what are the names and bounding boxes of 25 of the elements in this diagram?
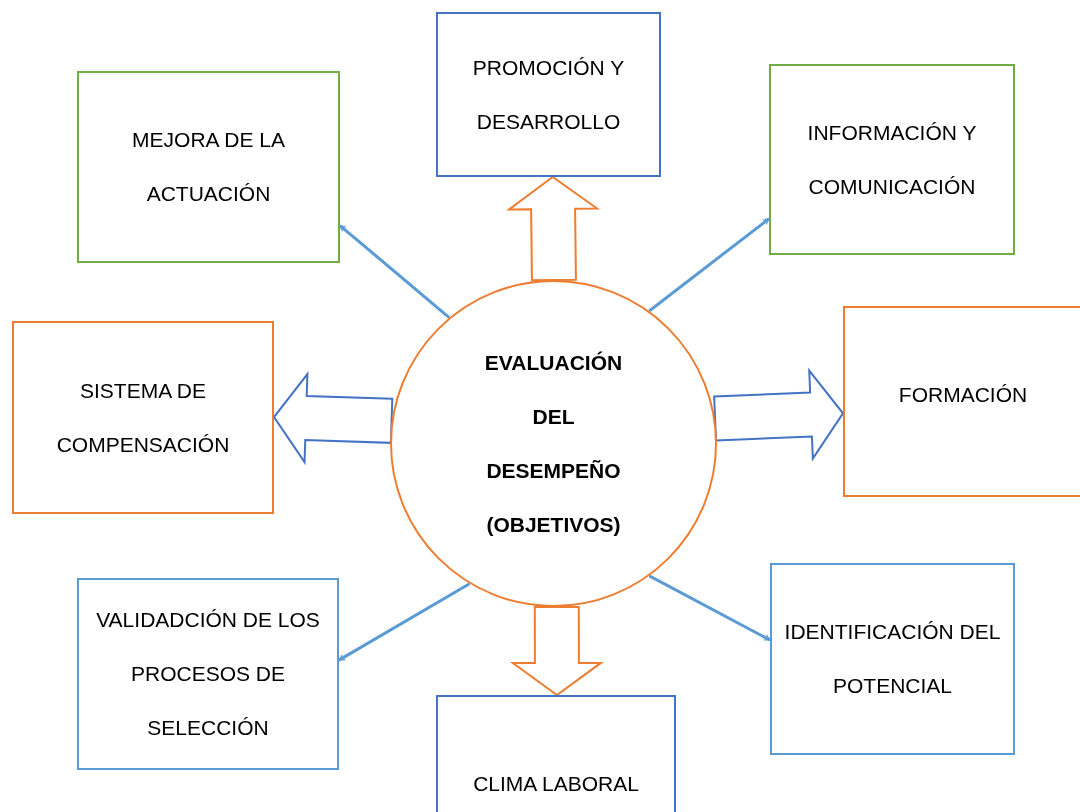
arrow [339,224,451,319]
block-arrow [272,371,394,466]
node-label: VALIDADCIÓN DE LOS PROCESOS DE SELECCIÓN [95,607,321,741]
node-label: IDENTIFICACIÓN DEL POTENCIAL [784,619,1001,699]
node-label: PROMOCIÓN Y DESARROLLO [471,54,626,135]
block-arrow [506,175,601,282]
node-label: CLIMA LABORAL [473,771,639,797]
arrow [338,582,471,662]
node-label: SISTEMA DE COMPENSACIÓN [55,377,231,458]
process-box [843,306,1080,497]
process-box [436,695,676,812]
process-box [770,563,1015,755]
process-box [77,578,339,770]
process-box [769,64,1015,255]
block-arrow [713,367,845,462]
process-box [12,321,274,514]
node-label: INFORMACIÓN Y COMUNICACIÓN [806,119,978,200]
process-box [77,71,340,263]
node-label: FORMACIÓN [898,382,1028,408]
node-label: EVALUACIÓN DEL DESEMPEÑO (OBJETIVOS) [483,349,624,538]
arrow [648,574,771,642]
arrow [648,217,770,313]
process-box [436,12,661,177]
node-label: MEJORA DE LA ACTUACIÓN [131,127,286,207]
block-arrow [509,605,604,697]
